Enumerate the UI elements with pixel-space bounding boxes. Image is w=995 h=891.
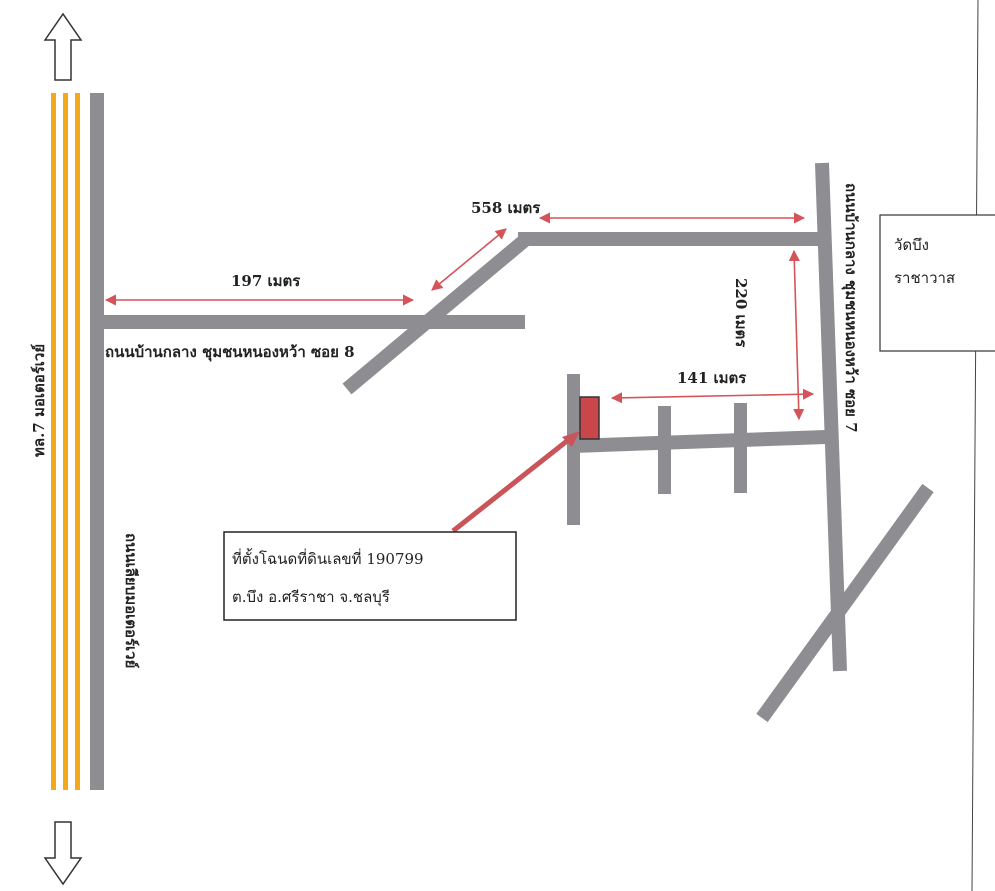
soi7-road — [815, 162, 847, 672]
branch-road-1 — [658, 406, 671, 494]
soi7-label: ถนนบ้านกลาง ชุมชนหนองหว้า ซอย 7 — [841, 183, 860, 433]
frontage-road-label: ถนนเลียบมอเตอร์เวย์ — [122, 533, 140, 668]
distance-arrow-141 — [610, 388, 815, 404]
location-line2: ต.บึง อ.ศรีราชา จ.ชลบุรี — [232, 588, 390, 607]
lower-diagonal-road — [756, 483, 934, 723]
branch-road-2 — [734, 403, 747, 493]
frontage-road — [90, 93, 104, 790]
land-plot — [579, 396, 600, 440]
plot-pointer-head-icon — [562, 431, 580, 447]
south-arrow-icon — [43, 821, 83, 886]
page-border-right — [971, 0, 979, 891]
distance-label-220: 220 เมตร — [732, 278, 750, 348]
motorway-label: ทล.7 มอเตอร์เวย์ — [30, 344, 48, 457]
plot-access-road — [572, 430, 827, 453]
location-line1: ที่ตั้งโฉนดที่ดินเลขที่ 190799 — [232, 548, 424, 568]
upper-road — [518, 232, 822, 246]
plot-pointer — [451, 435, 574, 533]
distance-label-197: 197 เมตร — [231, 272, 301, 290]
landmark-box — [879, 214, 995, 352]
diagonal-road — [342, 234, 530, 395]
distance-label-141: 141 เมตร — [677, 369, 747, 387]
landmark-line2: ราชาวาส — [894, 269, 955, 287]
plot-side-road — [567, 374, 580, 525]
distance-arrow-558-diag — [431, 228, 507, 291]
soi8-road — [97, 315, 525, 329]
motorway — [51, 93, 80, 790]
soi8-label: ถนนบ้านกลาง ชุมชนหนองหว้า ซอย 8 — [105, 343, 355, 362]
distance-label-558: 558 เมตร — [471, 199, 541, 217]
north-arrow-icon — [43, 12, 83, 81]
location-box — [223, 531, 517, 621]
landmark-line1: วัดบึง — [894, 236, 929, 254]
